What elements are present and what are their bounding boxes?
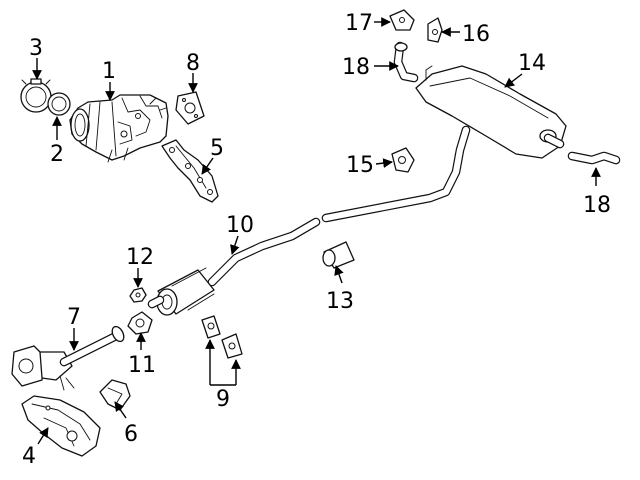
callout-13: 13 <box>326 289 354 314</box>
insulator-part <box>391 147 415 173</box>
front-pipe-part <box>11 325 125 391</box>
callout-18-top: 18 <box>342 55 370 80</box>
callout-11: 11 <box>128 353 156 378</box>
callout-3: 3 <box>29 36 43 61</box>
catalytic-converter-part <box>69 94 169 163</box>
callout-12: 12 <box>126 245 154 270</box>
callout-10: 10 <box>226 213 254 238</box>
callout-18-right: 18 <box>583 193 611 218</box>
gasket-part <box>47 92 71 116</box>
callout-17: 17 <box>345 11 373 36</box>
callout-5: 5 <box>210 136 224 161</box>
callout-16: 16 <box>462 22 490 47</box>
callout-15: 15 <box>346 153 374 178</box>
callout-numbers: 1 2 3 4 5 6 7 8 9 10 11 12 13 14 15 16 1… <box>22 11 611 469</box>
callout-7: 7 <box>67 305 81 330</box>
leader-lines <box>32 17 601 445</box>
callout-2: 2 <box>50 142 64 167</box>
callout-9: 9 <box>216 387 230 412</box>
hangers-part <box>201 315 243 359</box>
callout-6: 6 <box>124 422 138 447</box>
tail-pipe-18-part <box>393 41 419 83</box>
hanger-17-part <box>389 9 415 31</box>
nut-part <box>129 287 147 303</box>
tail-cap-part <box>322 241 355 269</box>
callout-4: 4 <box>22 444 36 469</box>
callout-14: 14 <box>518 51 546 76</box>
tail-pipe-18b-part <box>567 151 621 165</box>
intermediate-pipe-part <box>147 217 321 316</box>
callout-8: 8 <box>186 51 200 76</box>
bracket-small-part <box>99 379 131 411</box>
callout-1: 1 <box>102 59 116 84</box>
clamp-part <box>20 78 52 113</box>
flange-gasket-part <box>175 91 205 125</box>
heat-shield-part <box>21 395 101 457</box>
gasket-small-part <box>127 311 153 335</box>
bracket-part <box>161 139 219 203</box>
hanger-16-part <box>427 17 443 43</box>
muffler-part <box>321 65 567 223</box>
